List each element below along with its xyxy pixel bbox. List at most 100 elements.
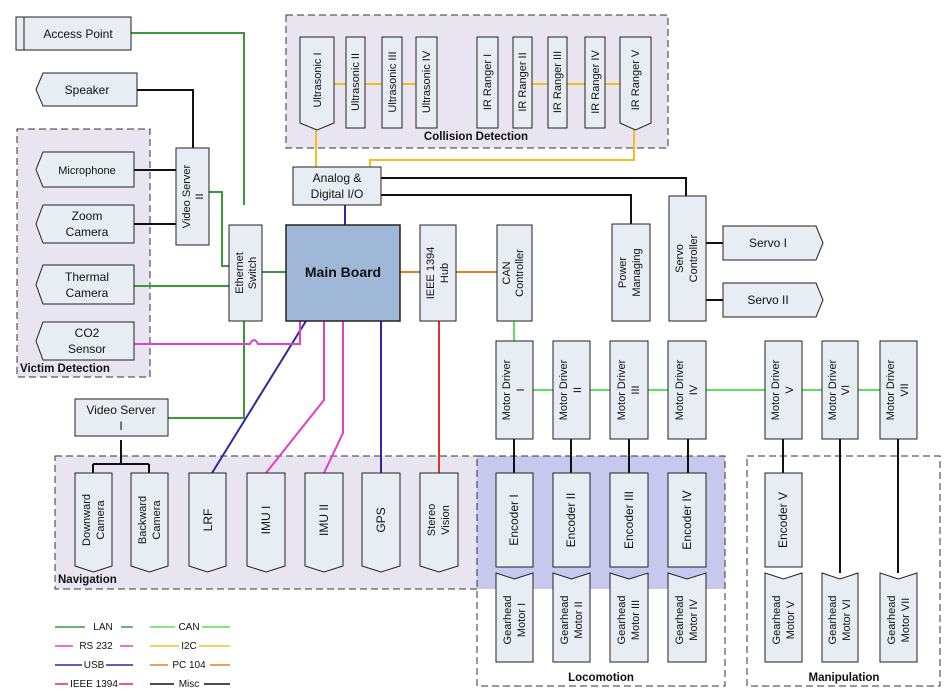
- ultrasonic-2-label: Ultrasonic II: [350, 53, 362, 111]
- motor-driver-2-label-2: II: [572, 387, 584, 393]
- analog-io-label-2: Digital I/O: [311, 187, 364, 201]
- encoder-5-node: Encoder V: [764, 472, 803, 568]
- motor-driver-3-label-2: III: [630, 385, 642, 394]
- group-label-locomotion: Locomotion: [568, 672, 634, 684]
- motor-driver-5-label-1: Motor Driver: [770, 359, 782, 420]
- legend-label-can: CAN: [178, 622, 199, 633]
- legend-item-pc104: PC 104: [150, 660, 230, 671]
- ir-ranger-1-node: IR Ranger I: [476, 36, 499, 129]
- legend-label-rs232: RS 232: [79, 641, 113, 652]
- motor-driver-1-label-2: I: [515, 388, 527, 391]
- ir-ranger-2-label: IR Ranger II: [517, 52, 529, 111]
- motor-driver-2-label-1: Motor Driver: [558, 359, 570, 420]
- imu-1-label: IMU I: [259, 506, 273, 535]
- motor-driver-7-label-2: VII: [899, 383, 911, 396]
- gearhead-motor-1-label-2: Motor I: [516, 603, 528, 637]
- encoder-1-node: Encoder I: [495, 472, 534, 568]
- main-board-node: Main Board: [285, 224, 401, 322]
- gearhead-motor-3-label-1: Gearhead: [616, 596, 628, 645]
- motor-driver-2-node: Motor Driver II: [552, 340, 591, 440]
- line-misc-nav-cameras: [92, 440, 150, 473]
- ir-ranger-3-node: IR Ranger III: [547, 36, 568, 129]
- legend-item-i2c: I2C: [150, 641, 230, 652]
- downward-camera-label-1: Downward: [81, 494, 93, 546]
- ultrasonic-4-label: Ultrasonic IV: [421, 50, 433, 113]
- legend-item-misc: Misc: [150, 679, 230, 690]
- group-label-navigation: Navigation: [58, 574, 117, 586]
- line-lan-video-server-2: [209, 191, 229, 267]
- analog-io-label-1: Analog &: [313, 171, 362, 185]
- ethernet-switch-node: Ethernet Switch: [228, 224, 263, 322]
- backward-camera-node: Backward Camera: [130, 472, 169, 573]
- access-point-node: Access Point: [15, 16, 132, 51]
- gearhead-motor-2-node: Gearhead Motor II: [552, 572, 591, 663]
- group-label-collision-detection: Collision Detection: [424, 131, 528, 143]
- legend-item-lan: LAN: [55, 622, 133, 633]
- ir-ranger-2-node: IR Ranger II: [512, 36, 533, 129]
- encoder-2-node: Encoder II: [552, 472, 591, 568]
- line-rs232-imu2: [323, 321, 344, 474]
- backward-camera-label-1: Backward: [137, 496, 149, 544]
- ir-ranger-3-label: IR Ranger III: [552, 51, 564, 113]
- servo-1-label: Servo I: [749, 236, 787, 250]
- main-board-label: Main Board: [305, 264, 381, 280]
- line-rs232-imu1: [265, 321, 325, 474]
- encoder-1-label: Encoder I: [507, 494, 521, 545]
- video-server-2-node: Video Server II: [175, 147, 210, 246]
- zoom-camera-label-2: Camera: [66, 225, 109, 239]
- line-misc-speaker: [137, 89, 194, 148]
- legend-label-misc: Misc: [179, 679, 200, 690]
- gearhead-motor-2-label-1: Gearhead: [559, 596, 571, 645]
- legend-item-ieee1394: IEEE 1394: [55, 679, 133, 690]
- ir-ranger-sensors: IR Ranger I IR Ranger II IR Ranger III I…: [476, 36, 652, 131]
- motor-driver-5-label-2: V: [784, 386, 796, 394]
- lrf-node: LRF: [188, 472, 227, 573]
- motor-driver-1-node: Motor Driver I: [495, 340, 534, 440]
- ethernet-switch-label-2: Switch: [247, 257, 259, 289]
- motor-driver-6-node: Motor Driver VI: [821, 340, 859, 440]
- legend-label-pc104: PC 104: [172, 660, 206, 671]
- group-manipulation: Manipulation: [746, 455, 941, 687]
- motor-drivers: Motor Driver I Motor Driver II Motor Dri…: [495, 340, 918, 440]
- servo-controller-label-2: Controller: [688, 234, 700, 282]
- ultrasonic-2-node: Ultrasonic II: [345, 36, 366, 129]
- gearhead-motor-5-label-2: Motor V: [785, 600, 797, 639]
- legend: LAN RS 232 USB IEEE 1394 CAN I2C: [55, 622, 230, 690]
- servo-1-node: Servo I: [722, 225, 824, 261]
- video-server-2-label-1: Video Server: [181, 164, 193, 228]
- gps-label: GPS: [374, 507, 388, 532]
- backward-camera-label-2: Camera: [151, 500, 163, 540]
- ir-ranger-5-node: IR Ranger V: [619, 36, 652, 131]
- zoom-camera-node: Zoom Camera: [35, 204, 135, 244]
- servo-2-label: Servo II: [747, 293, 788, 307]
- gearhead-motor-4-label-1: Gearhead: [674, 596, 686, 645]
- ultrasonic-1-node: Ultrasonic I: [299, 36, 335, 131]
- line-lan-video-server-1: [168, 321, 245, 419]
- ultrasonic-3-node: Ultrasonic III: [381, 36, 403, 129]
- gearhead-motor-6-node: Gearhead Motor VI: [821, 572, 859, 663]
- motor-driver-4-node: Motor Driver IV: [667, 340, 707, 440]
- stereo-vision-label-2: Vision: [440, 505, 452, 535]
- imu-1-node: IMU I: [246, 472, 286, 573]
- group-label-victim-detection: Victim Detection: [20, 363, 110, 375]
- co2-sensor-label-2: Sensor: [68, 342, 106, 356]
- legend-label-i2c: I2C: [181, 641, 197, 652]
- gearhead-motor-4-node: Gearhead Motor IV: [667, 572, 707, 663]
- ethernet-switch-label-1: Ethernet: [234, 252, 246, 294]
- ieee-hub-label-1: IEEE 1394: [425, 247, 437, 300]
- legend-item-can: CAN: [150, 622, 230, 633]
- ir-ranger-1-label: IR Ranger I: [482, 54, 494, 110]
- lrf-label: LRF: [201, 509, 215, 532]
- group-label-manipulation: Manipulation: [809, 672, 880, 684]
- analog-io-node: Analog & Digital I/O: [292, 166, 382, 206]
- imu-2-node: IMU II: [304, 472, 344, 573]
- motor-driver-7-label-1: Motor Driver: [885, 359, 897, 420]
- legend-label-ieee1394: IEEE 1394: [70, 679, 118, 690]
- legend-item-rs232: RS 232: [55, 641, 133, 652]
- gearhead-motor-5-node: Gearhead Motor V: [764, 572, 803, 663]
- motor-driver-3-label-1: Motor Driver: [616, 359, 628, 420]
- zoom-camera-label-1: Zoom: [72, 209, 103, 223]
- motor-driver-3-node: Motor Driver III: [609, 340, 649, 440]
- servo-2-node: Servo II: [722, 282, 824, 318]
- motor-driver-6-label-1: Motor Driver: [827, 359, 839, 420]
